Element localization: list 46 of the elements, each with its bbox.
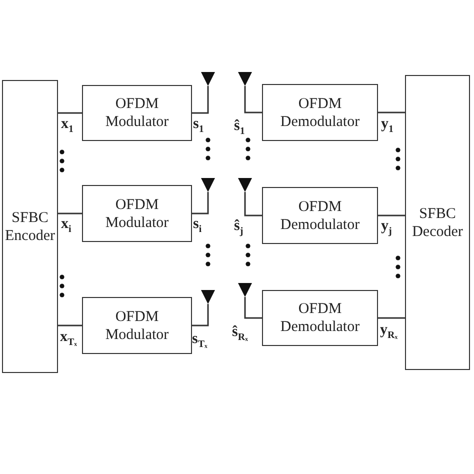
signal-label: s$_{Tₓ}$ [192, 331, 208, 352]
signal-label: ŝ$_{Rₓ}$ [232, 324, 248, 345]
signal-label: y$_{j}$ [381, 218, 392, 239]
block-label: OFDM Demodulator [279, 198, 361, 234]
signal-label: ŝ$_{1}$ [234, 118, 245, 139]
connector-line [244, 297, 262, 319]
antenna-icon [201, 290, 215, 304]
block-label: OFDM Demodulator [279, 300, 361, 336]
block-box [82, 85, 192, 141]
connector-line [192, 86, 209, 114]
connector-line [244, 192, 262, 216]
signal-label: ŝ$_{j}$ [234, 218, 244, 239]
connector-line [192, 304, 209, 326]
signal-label: x$_{i}$ [61, 216, 72, 237]
connector-line [58, 212, 82, 214]
antenna-icon [238, 178, 252, 192]
block-box [262, 187, 378, 244]
connector-line [58, 112, 82, 114]
block-box [262, 84, 378, 141]
signal-label: y$_{Rₓ}$ [380, 322, 398, 343]
antenna-icon [201, 178, 215, 192]
block-label: SFBC Encoder [4, 208, 56, 244]
signal-label: x$_{1}$ [61, 116, 74, 137]
block-label: OFDM Demodulator [279, 94, 361, 130]
signal-label: y$_{1}$ [381, 116, 394, 137]
connector-line [378, 112, 405, 114]
connector-line [244, 86, 262, 114]
signal-label: s$_{1}$ [193, 116, 204, 137]
block-box [82, 297, 192, 354]
antenna-icon [201, 72, 215, 86]
block-box [2, 80, 58, 373]
antenna-icon [238, 283, 252, 297]
connector-line [58, 324, 82, 326]
signal-label: s$_{i}$ [193, 216, 202, 237]
block-label: OFDM Modulator [104, 95, 170, 131]
connector-line [378, 317, 405, 319]
block-label: SFBC Decoder [411, 204, 464, 240]
block-box [262, 290, 378, 346]
connector-line [192, 192, 209, 214]
block-label: OFDM Modulator [104, 308, 170, 344]
signal-label: x$_{Tₓ}$ [60, 329, 78, 350]
antenna-icon [238, 72, 252, 86]
block-box [405, 75, 470, 370]
block-label: OFDM Modulator [104, 196, 170, 232]
block-box [82, 185, 192, 242]
connector-line [378, 214, 405, 216]
